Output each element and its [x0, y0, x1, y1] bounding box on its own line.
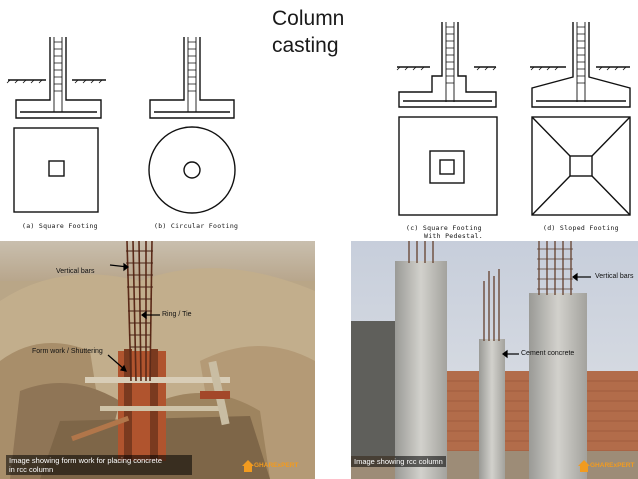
rcc-photo-caption: Image showing rcc column: [351, 456, 446, 467]
caption-pedestal-footing-2: With Pedestal.: [424, 232, 483, 240]
circular-footing-elevation: [149, 37, 235, 119]
label-vertical-bars: Vertical bars: [56, 268, 95, 275]
square-footing-plan: [13, 127, 99, 213]
caption-square-footing: (a) Square Footing: [22, 222, 98, 230]
rcc-column-photo: Vertical bars Cement concrete Image show…: [351, 241, 638, 479]
footing-diagrams: [6, 22, 631, 216]
label-cement-concrete: Cement concrete: [521, 350, 575, 357]
label-vertical-bars-right: Vertical bars: [595, 273, 634, 280]
gharexpert-logo: GHARExPERT: [242, 458, 298, 474]
caption-pedestal-footing-1: (c) Square Footing: [406, 224, 482, 232]
sloped-footing-plan: [531, 116, 631, 216]
gharexpert-logo-right: GHARExPERT: [578, 458, 634, 474]
formwork-photo: Vertical bars Ring / Tie Form work / Shu…: [0, 241, 315, 479]
slide-title: Column casting: [272, 7, 345, 57]
caption-line-2: in rcc column: [9, 465, 54, 474]
pedestal-footing-elevation: [396, 22, 497, 108]
label-ring-tie: Ring / Tie: [162, 311, 192, 318]
caption-line-1: Image showing form work for placing conc…: [9, 456, 162, 465]
square-footing-elevation: [6, 37, 106, 119]
pedestal-footing-plan: [398, 116, 498, 216]
formwork-photo-caption: Image showing form work for placing conc…: [6, 455, 192, 475]
sloped-footing-elevation: [530, 22, 631, 108]
label-formwork: Form work / Shuttering: [32, 348, 103, 355]
circular-footing-plan: [148, 126, 236, 214]
caption-sloped-footing: (d) Sloped Footing: [543, 224, 619, 232]
caption-circular-footing: (b) Circular Footing: [154, 222, 239, 230]
